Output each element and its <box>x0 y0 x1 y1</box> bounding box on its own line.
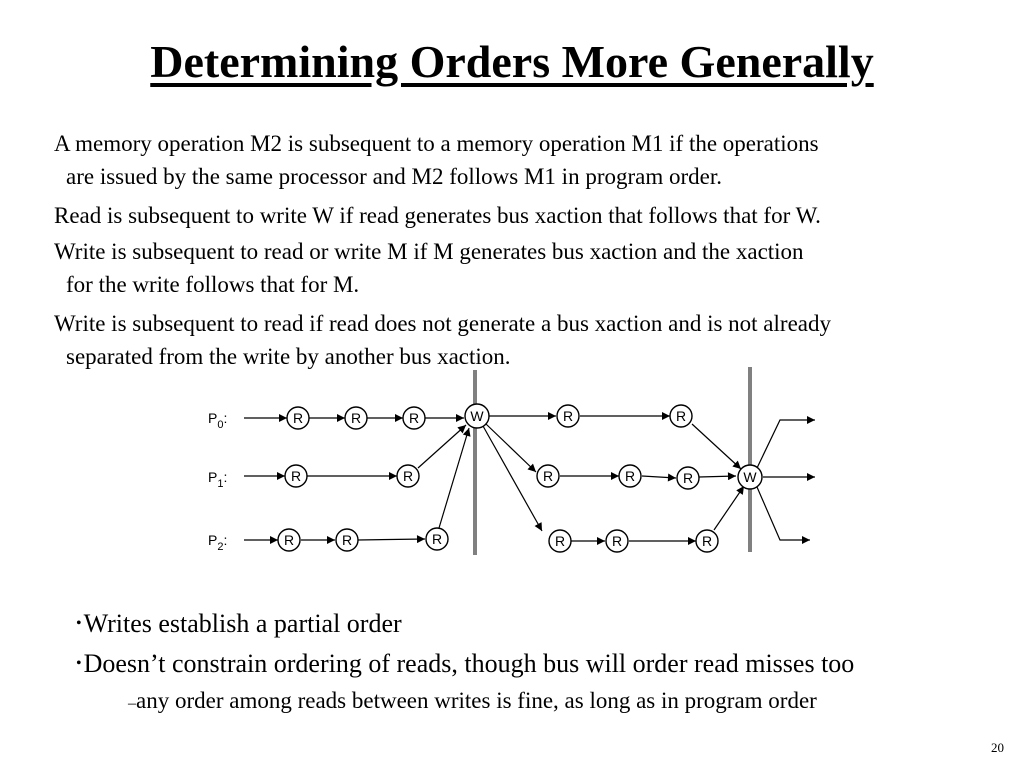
node-p2-read-6: R <box>695 529 719 553</box>
node-write-2: W <box>737 464 763 490</box>
node-p1-read-5: R <box>676 466 700 490</box>
processor-label-p1: P1: <box>208 469 227 490</box>
svg-text:R: R <box>543 468 553 484</box>
svg-text:R: R <box>342 532 352 548</box>
sub-bullet-1: –any order among reads between writes is… <box>128 686 817 719</box>
sub-bullet-1-text: any order among reads between writes is … <box>136 688 817 713</box>
rule-1: A memory operation M2 is subsequent to a… <box>54 127 1022 193</box>
svg-text:R: R <box>625 468 635 484</box>
bullet-1-text: Writes establish a partial order <box>83 609 402 638</box>
node-write-1: W <box>464 403 490 429</box>
svg-text:W: W <box>470 408 484 424</box>
svg-text:R: R <box>612 533 622 549</box>
svg-text:W: W <box>743 469 757 485</box>
bullet-2-text: Doesn’t constrain ordering of reads, tho… <box>83 649 855 678</box>
node-p2-read-5: R <box>605 529 629 553</box>
processor-label-p2: P2: <box>208 532 227 553</box>
sub-bullet-marker: – <box>128 695 136 712</box>
svg-text:R: R <box>432 531 442 547</box>
svg-text:R: R <box>409 410 419 426</box>
svg-text:R: R <box>563 408 573 424</box>
diagram-edges <box>244 412 815 545</box>
page-number: 20 <box>991 740 1004 755</box>
bullet-marker: • <box>76 615 82 632</box>
rule-4: Write is subsequent to read if read does… <box>54 307 1022 373</box>
node-p0-read-3: R <box>402 406 426 430</box>
svg-text:R: R <box>683 470 693 486</box>
bullet-marker: • <box>76 655 82 672</box>
rule-3: Write is subsequent to read or write M i… <box>54 235 1022 301</box>
rule-4-line-1: Write is subsequent to read if read does… <box>54 311 831 336</box>
rule-3-line-2: for the write follows that for M. <box>66 272 360 297</box>
node-p1-read-1: R <box>284 464 308 488</box>
svg-text:R: R <box>293 410 303 426</box>
node-p2-read-4: R <box>548 529 572 553</box>
node-p1-read-4: R <box>618 464 642 488</box>
node-p0-read-1: R <box>286 406 310 430</box>
node-p2-read-1: R <box>277 528 301 552</box>
node-p0-read-4: R <box>556 404 580 428</box>
node-p1-read-2: R <box>396 464 420 488</box>
rule-1-line-1: A memory operation M2 is subsequent to a… <box>54 131 819 156</box>
rule-4-line-2: separated from the write by another bus … <box>66 344 511 369</box>
slide-title: Determining Orders More Generally <box>150 36 874 87</box>
rule-1-line-2: are issued by the same processor and M2 … <box>66 164 722 189</box>
node-p0-read-5: R <box>669 404 693 428</box>
svg-text:R: R <box>351 410 361 426</box>
svg-text:R: R <box>284 532 294 548</box>
bullet-2: •Doesn’t constrain ordering of reads, th… <box>76 648 854 680</box>
svg-text:R: R <box>555 533 565 549</box>
rule-3-line-1: Write is subsequent to read or write M i… <box>54 239 804 264</box>
node-p0-read-2: R <box>344 406 368 430</box>
node-p2-read-3: R <box>425 527 449 551</box>
svg-text:R: R <box>702 533 712 549</box>
svg-text:R: R <box>403 468 413 484</box>
rule-2: Read is subsequent to write W if read ge… <box>54 199 1022 232</box>
bullet-1: •Writes establish a partial order <box>76 608 402 640</box>
rule-2-line-1: Read is subsequent to write W if read ge… <box>54 203 821 228</box>
processor-label-p0: P0: <box>208 410 227 431</box>
svg-text:R: R <box>291 468 301 484</box>
node-p2-read-2: R <box>335 528 359 552</box>
node-p1-read-3: R <box>536 464 560 488</box>
svg-text:R: R <box>676 408 686 424</box>
